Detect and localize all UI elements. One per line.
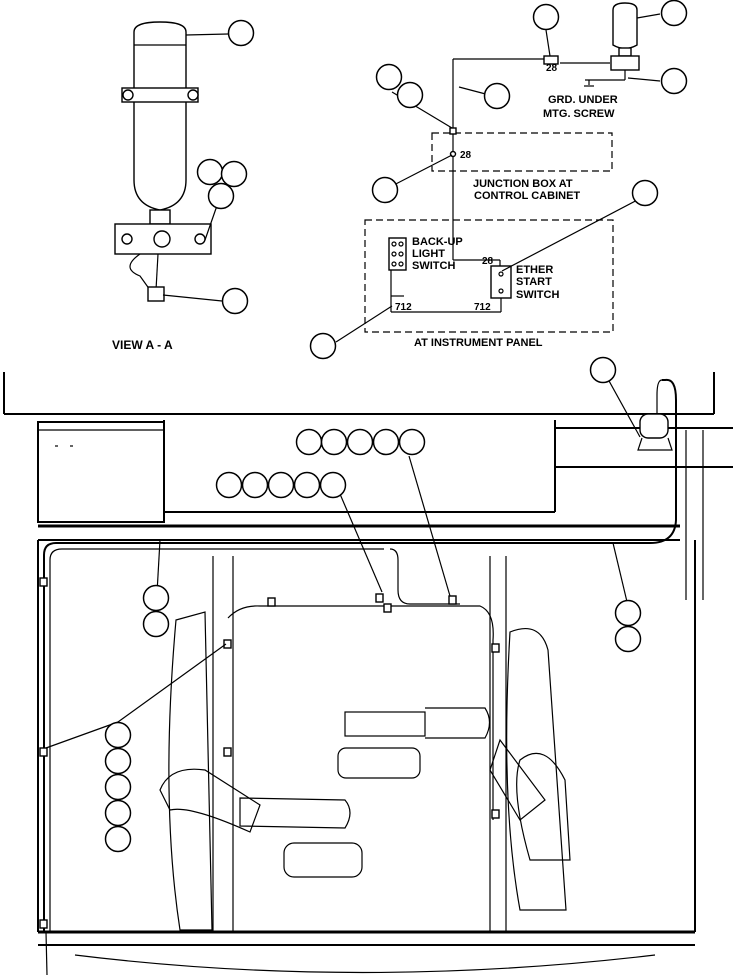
callout-balloon	[142, 584, 170, 612]
wire-28-junction: 28	[460, 150, 472, 161]
backup-switch-label-line3: SWITCH	[412, 260, 455, 272]
callout-balloon	[372, 428, 400, 456]
ether-line	[43, 378, 677, 932]
wire-28-top: 28	[546, 63, 558, 74]
callout-balloon	[104, 825, 132, 853]
callout-balloon	[104, 747, 132, 775]
callout-balloon	[631, 179, 659, 207]
ether-switch-label-line2: START	[516, 276, 552, 288]
junction-box-label-line2: CONTROL CABINET	[474, 190, 580, 202]
ether-cylinder-small	[612, 2, 638, 50]
callout-balloon	[220, 160, 248, 188]
ether-cylinder-detail	[114, 21, 229, 302]
callout-balloon	[532, 3, 560, 31]
instrument-panel-label: AT INSTRUMENT PANEL	[414, 337, 543, 349]
view-label: VIEW A - A	[112, 338, 173, 352]
installation-view	[3, 369, 733, 976]
callout-balloon	[660, 0, 688, 27]
callout-balloon	[104, 721, 132, 749]
callout-balloon	[483, 82, 511, 110]
ether-switch-label-line1: ETHER	[516, 264, 553, 276]
callout-balloon	[104, 799, 132, 827]
solenoid-valve	[610, 55, 640, 71]
wire-712-ether: 712	[474, 302, 491, 313]
callout-balloon	[295, 428, 323, 456]
callout-balloons	[104, 0, 688, 853]
callout-balloon	[267, 471, 295, 499]
junction-box	[431, 132, 613, 172]
wire-28-ether: 28	[482, 256, 494, 267]
callout-balloon	[293, 471, 321, 499]
backup-switch-label-line2: LIGHT	[412, 248, 445, 260]
backup-switch-label-line1: BACK-UP	[412, 236, 463, 248]
wire-712-backup: 712	[395, 302, 412, 313]
callout-balloon	[614, 625, 642, 653]
callout-balloon	[215, 471, 243, 499]
ground-label-line1: GRD. UNDER	[548, 94, 618, 106]
callout-balloon	[660, 67, 688, 95]
callout-balloon	[196, 158, 224, 186]
callout-balloon	[104, 773, 132, 801]
callout-balloon	[396, 81, 424, 109]
callout-balloon	[320, 428, 348, 456]
callout-balloon	[375, 63, 403, 91]
callout-balloon	[589, 356, 617, 384]
instrument-panel-box	[364, 219, 614, 333]
callout-balloon	[221, 287, 249, 315]
callout-balloon	[346, 428, 374, 456]
ether-cylinder-installed	[639, 413, 669, 439]
callout-balloon	[398, 428, 426, 456]
callout-balloon	[614, 599, 642, 627]
callout-balloon	[371, 176, 399, 204]
ether-cylinder	[133, 21, 187, 211]
callout-balloon	[207, 182, 235, 210]
ether-switch-label-line3: SWITCH	[516, 289, 559, 301]
wiring-schematic	[335, 2, 661, 343]
callout-balloon	[319, 471, 347, 499]
ground-label-line2: MTG. SCREW	[543, 108, 615, 120]
junction-box-label-line1: JUNCTION BOX AT	[473, 178, 573, 190]
callout-balloon	[241, 471, 269, 499]
ether-start-valve-solenoid	[147, 286, 165, 302]
callout-balloon	[142, 610, 170, 638]
engine-turbo-upper	[344, 711, 426, 737]
callout-balloon	[227, 19, 255, 47]
callout-balloon	[309, 332, 337, 360]
